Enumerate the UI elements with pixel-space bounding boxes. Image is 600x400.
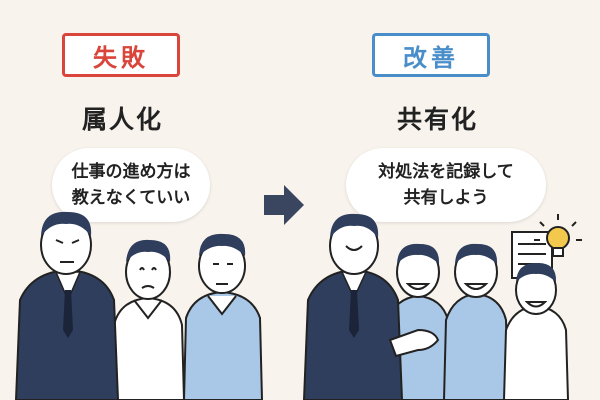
happy-employee-3 [502, 262, 570, 400]
improvement-badge: 改善 [372, 33, 490, 77]
boss-in-suit-explaining [302, 213, 440, 400]
improvement-people-illustration [302, 213, 582, 400]
failure-people-illustration [14, 211, 264, 400]
boss-in-suit [14, 211, 120, 400]
improvement-speech-line-2: 共有しよう [403, 188, 489, 208]
failure-panel: 失敗 属人化 仕事の進め方は 教えなくていい [14, 33, 264, 400]
worried-employee-2 [182, 233, 264, 400]
improvement-speech-bubble: 対処法を記録して 共有しよう [346, 148, 546, 222]
improvement-panel: 改善 共有化 対処法を記録して 共有しよう [300, 0, 600, 400]
lightbulb-icon [534, 214, 582, 257]
worried-employee-1 [110, 239, 186, 400]
failure-speech-bubble: 仕事の進め方は 教えなくていい [52, 148, 210, 222]
failure-heading: 属人化 [82, 105, 164, 134]
happy-employee-2 [442, 243, 510, 400]
failure-speech-line-1: 仕事の進め方は [71, 162, 191, 182]
failure-badge: 失敗 [62, 33, 180, 77]
arrow-right-icon [264, 185, 304, 225]
improvement-speech-line-1: 対処法を記録して [378, 162, 514, 182]
failure-speech-line-2: 教えなくていい [71, 188, 191, 208]
improvement-heading: 共有化 [397, 105, 479, 134]
